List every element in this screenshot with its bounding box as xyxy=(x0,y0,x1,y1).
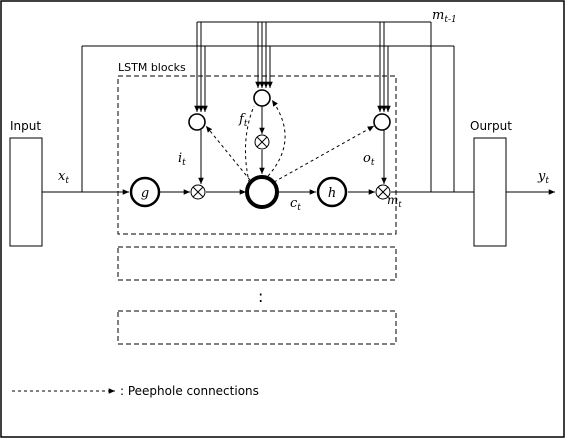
forget-gate-node xyxy=(253,89,271,107)
output-gate-node xyxy=(373,113,391,131)
output-label: Ourput xyxy=(470,119,512,133)
h-node xyxy=(316,176,348,208)
multiplier-output xyxy=(375,184,391,200)
multiplier-input xyxy=(190,184,206,200)
lstm-block-frame-3 xyxy=(117,310,397,345)
input-box xyxy=(9,137,43,247)
x-t-label: xt xyxy=(58,169,69,186)
y-t-label: yt xyxy=(537,169,549,186)
o-t-label: ot xyxy=(363,151,375,168)
output-box xyxy=(473,137,507,247)
h-node-label: h xyxy=(328,186,336,201)
recurrent-connections xyxy=(81,21,455,192)
lstm-block-frame-2 xyxy=(117,246,397,281)
input-label: Input xyxy=(10,119,41,133)
lstm-blocks-label: LSTM blocks xyxy=(118,61,186,74)
f-t-label: ft xyxy=(238,112,248,129)
legend-label: : Peephole connections xyxy=(120,384,259,398)
m-prev-label: mt-1 xyxy=(432,8,457,25)
m-t-label: mt xyxy=(387,193,402,209)
lstm-block-frame xyxy=(117,75,397,235)
main-flow xyxy=(42,106,555,195)
ellipsis: : xyxy=(258,287,263,306)
peephole-connections xyxy=(205,99,375,207)
g-node xyxy=(129,176,161,208)
i-t-label: it xyxy=(178,151,186,168)
g-node-label: g xyxy=(141,186,149,201)
c-t-label: ct xyxy=(290,196,301,213)
input-gate-node xyxy=(188,113,206,131)
multiplier-forget xyxy=(254,134,270,150)
cell-node xyxy=(245,175,279,209)
